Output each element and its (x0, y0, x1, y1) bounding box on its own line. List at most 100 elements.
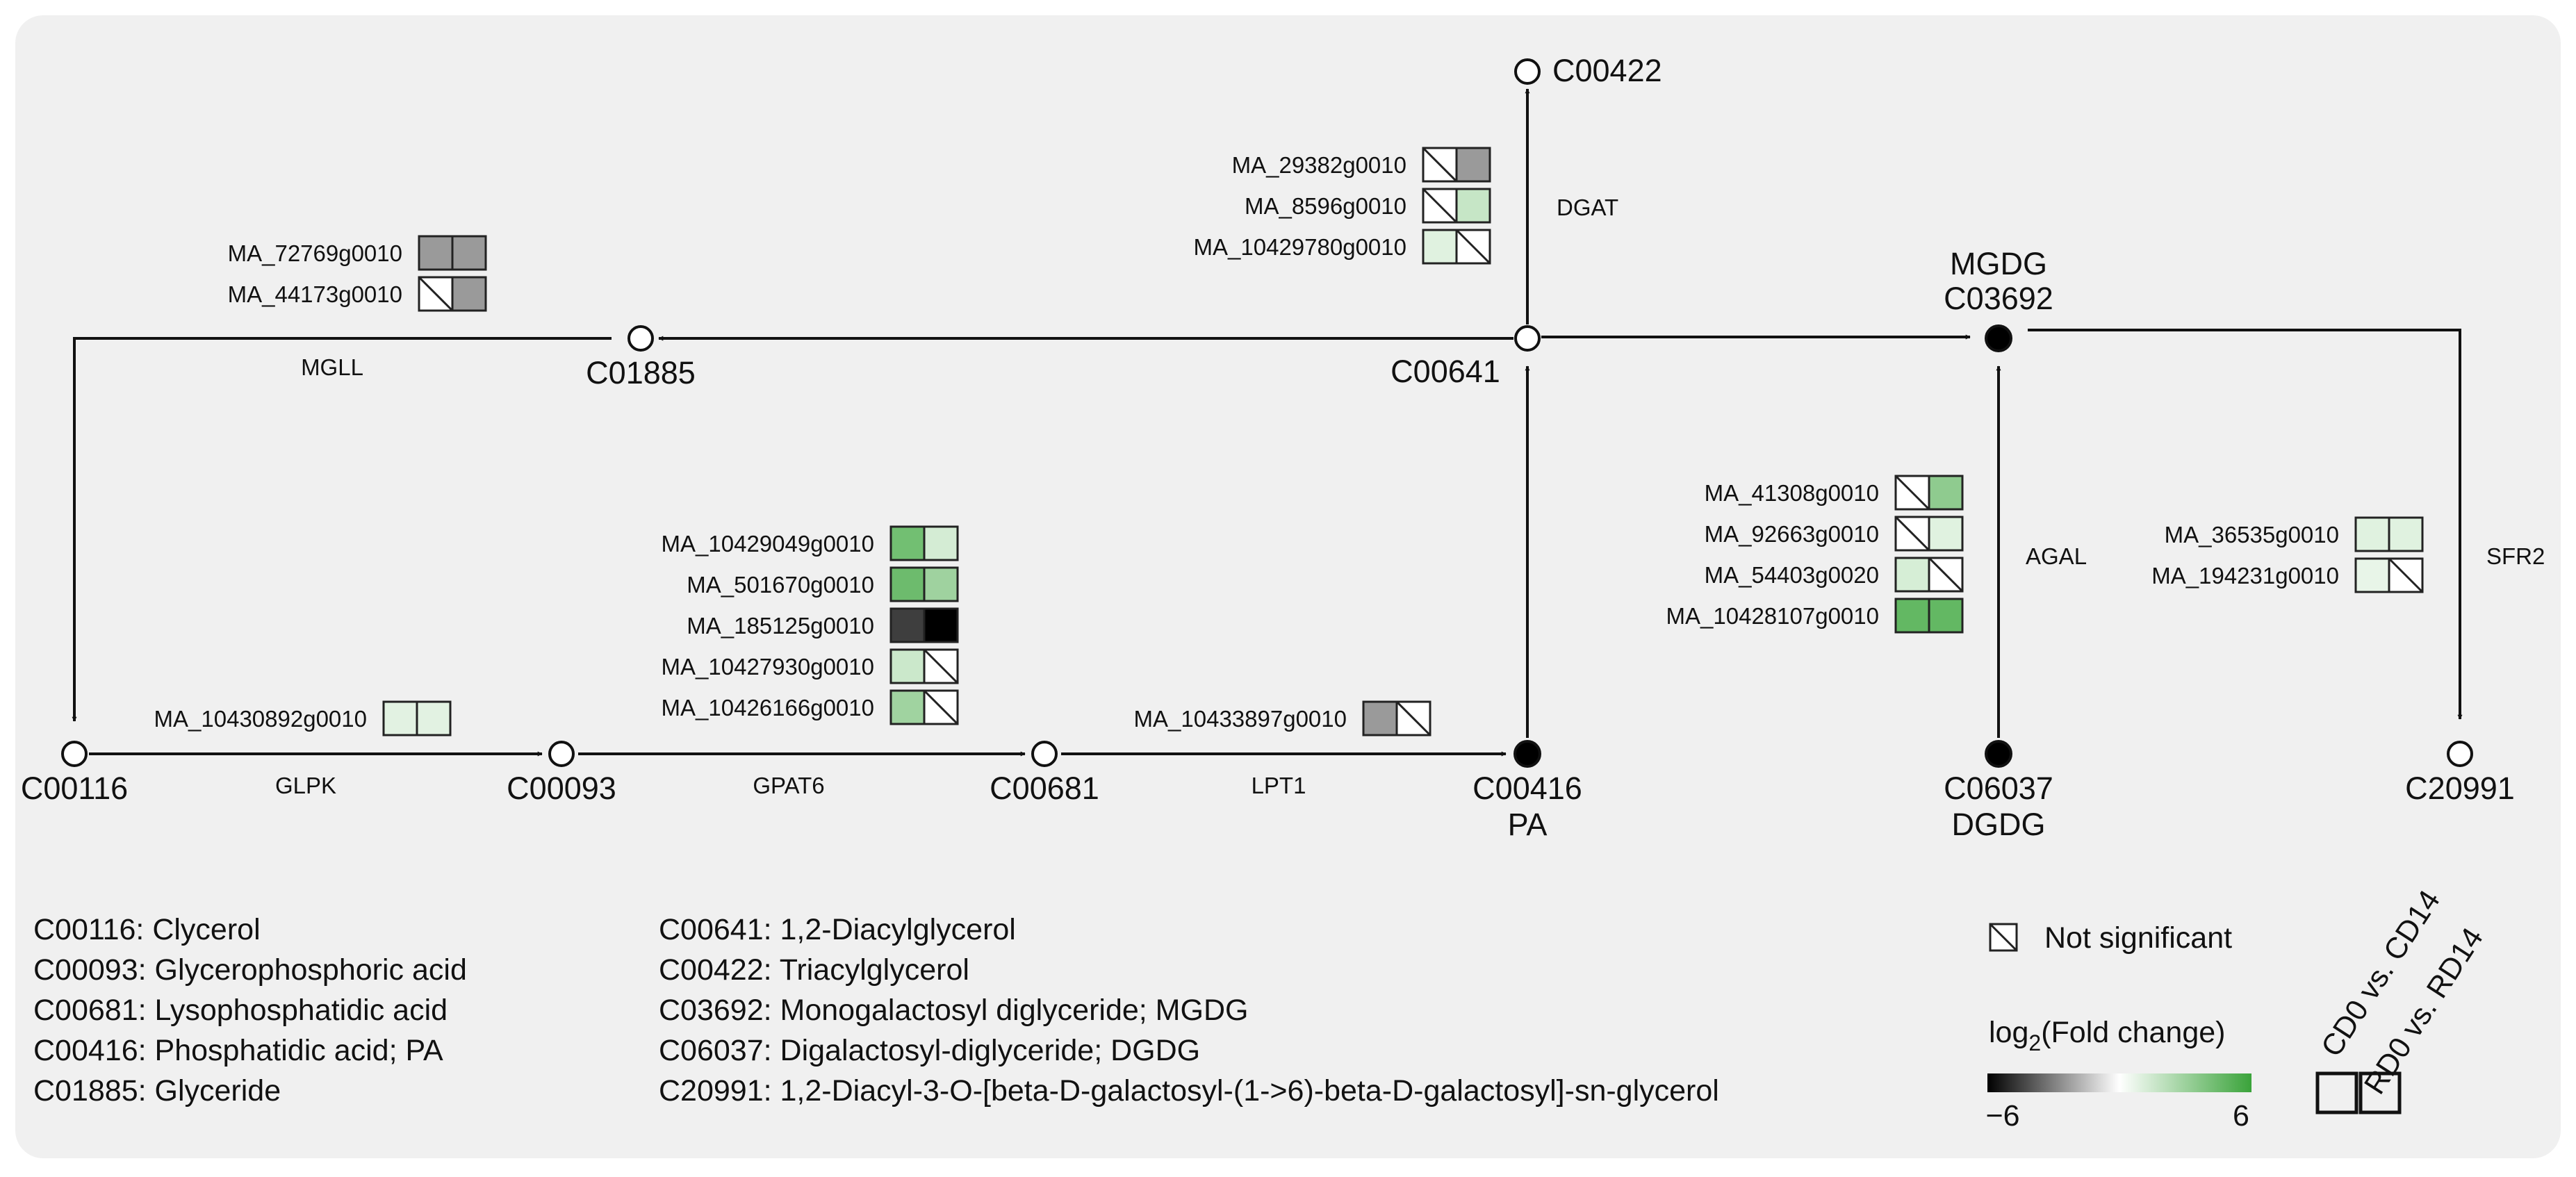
gene-label: MA_41308g0010 (1705, 480, 1879, 506)
not-significant-mark (1928, 557, 1964, 593)
node-C00641 (1514, 325, 1541, 352)
node-C20991 (2447, 741, 2473, 767)
fold-change-cell (382, 700, 418, 736)
fold-change-cell (923, 525, 959, 561)
compound-legend-entry: C00093: Glycerophosphoric acid (33, 953, 467, 987)
compound-legend-entry: C20991: 1,2-Diacyl-3-O-[beta-D-galactosy… (659, 1074, 1719, 1108)
edge-C01885-C00116 (72, 337, 612, 722)
label-C00093: C00093 (507, 771, 616, 806)
enzyme-DGAT: DGAT (1557, 195, 1618, 220)
gene-label: MA_501670g0010 (687, 572, 874, 598)
not-significant-diagonal (1989, 923, 2018, 952)
not-significant-mark (923, 689, 959, 725)
genes-LPT1: MA_10433897g0010 (1134, 700, 1431, 736)
gene-label: MA_185125g0010 (687, 613, 874, 639)
not-significant-mark (2388, 557, 2424, 593)
fold-change-cell (1928, 475, 1964, 511)
fold-change-cell (1928, 516, 1964, 552)
compound-legend-entry: C00116: Clycerol (33, 913, 261, 946)
label-C00681: C00681 (990, 771, 1099, 806)
sublabel-C03692: MGDG (1950, 246, 2047, 281)
not-significant-mark (1894, 516, 1930, 552)
gene-label: MA_44173g0010 (228, 281, 402, 307)
fold-change-cell (451, 235, 487, 271)
gene-label: MA_8596g0010 (1245, 193, 1406, 219)
node-C00116 (61, 741, 88, 767)
gene-label: MA_72769g0010 (228, 240, 402, 266)
comparison-2-box (2358, 1071, 2402, 1114)
compound-nodes (61, 58, 2473, 768)
sublabel-C00416: PA (1508, 807, 1548, 842)
label-C00422: C00422 (1552, 53, 1662, 88)
fold-change-cell (889, 525, 926, 561)
node-C06037 (1985, 740, 2012, 768)
gene-label: MA_194231g0010 (2151, 563, 2339, 588)
not-significant-mark (923, 648, 959, 684)
scale-title: log2(Fold change) (1989, 1016, 2226, 1055)
significance-legend: Not significant (1989, 921, 2232, 955)
panel-background (15, 15, 2561, 1158)
compound-legend-entry: C01885: Glyceride (33, 1074, 281, 1108)
gene-label: MA_54403g0020 (1705, 562, 1879, 588)
node-C00093 (548, 741, 575, 767)
not-significant-mark (1422, 188, 1458, 224)
fold-change-cell (889, 648, 926, 684)
fold-change-cell (889, 566, 926, 602)
fold-change-cell (889, 689, 926, 725)
gene-label: MA_10427930g0010 (662, 654, 874, 680)
fold-change-cell (1928, 598, 1964, 634)
label-C06037: C06037 (1944, 771, 2053, 806)
genes-DGAT: MA_29382g0010MA_8596g0010MA_10429780g001… (1194, 147, 1491, 265)
label-C00641: C00641 (1390, 354, 1500, 389)
gene-label: MA_36535g0010 (2165, 522, 2339, 548)
fold-change-cell (923, 566, 959, 602)
edge-C03692-C20991 (2028, 329, 2463, 720)
compound-labels: C00422 C00641 C01885 MGDG C03692 C00116 … (21, 53, 2515, 842)
compound-legend-entry: C00641: 1,2-Diacylglycerol (659, 913, 1016, 946)
fold-change-cell (1894, 598, 1930, 634)
gene-label: MA_10430892g0010 (154, 706, 367, 732)
comparison-1-box (2315, 1071, 2358, 1114)
fold-change-cell (2354, 516, 2390, 552)
not-significant-mark (1422, 147, 1458, 183)
fold-change-cell (2388, 516, 2424, 552)
not-significant-mark (1395, 700, 1431, 736)
compound-legend-entry: C03692: Monogalactosyl diglyceride; MGDG (659, 994, 1248, 1027)
node-C01885 (627, 325, 654, 352)
fold-change-cell (1362, 700, 1398, 736)
fold-change-cell (1455, 188, 1491, 224)
genes-GPAT6: MA_10429049g0010MA_501670g0010MA_185125g… (662, 525, 959, 725)
gene-label: MA_92663g0010 (1705, 521, 1879, 547)
label-C20991: C20991 (2405, 771, 2515, 806)
reaction-edges (72, 88, 2463, 757)
not-significant-label: Not significant (2044, 921, 2232, 955)
scale-min-label: −6 (1985, 1099, 2019, 1133)
enzyme-GPAT6: GPAT6 (753, 773, 824, 798)
gene-label: MA_10429780g0010 (1194, 234, 1406, 260)
fold-change-cell (451, 276, 487, 312)
genes-AGAL: MA_41308g0010MA_92663g0010MA_54403g0020M… (1666, 475, 1964, 634)
enzyme-GLPK: GLPK (275, 773, 336, 798)
fold-change-cell (416, 700, 452, 736)
gene-label: MA_10433897g0010 (1134, 706, 1347, 732)
label-C03692: C03692 (1944, 281, 2053, 316)
fold-change-cell (1894, 557, 1930, 593)
compound-legend-entry: C00681: Lysophosphatidic acid (33, 994, 448, 1027)
scale-max-label: 6 (2233, 1099, 2249, 1133)
fold-change-cell (923, 607, 959, 643)
gene-label: MA_10426166g0010 (662, 695, 874, 721)
label-C01885: C01885 (586, 355, 696, 390)
node-C03692 (1985, 324, 2012, 352)
enzyme-LPT1: LPT1 (1252, 773, 1306, 798)
not-significant-mark (1894, 475, 1930, 511)
node-C00416 (1513, 740, 1541, 768)
fold-change-cell (889, 607, 926, 643)
gene-label: MA_29382g0010 (1232, 152, 1406, 178)
enzyme-labels: MGLL GLPK GPAT6 LPT1 DGAT AGAL SFR2 (275, 195, 2545, 798)
